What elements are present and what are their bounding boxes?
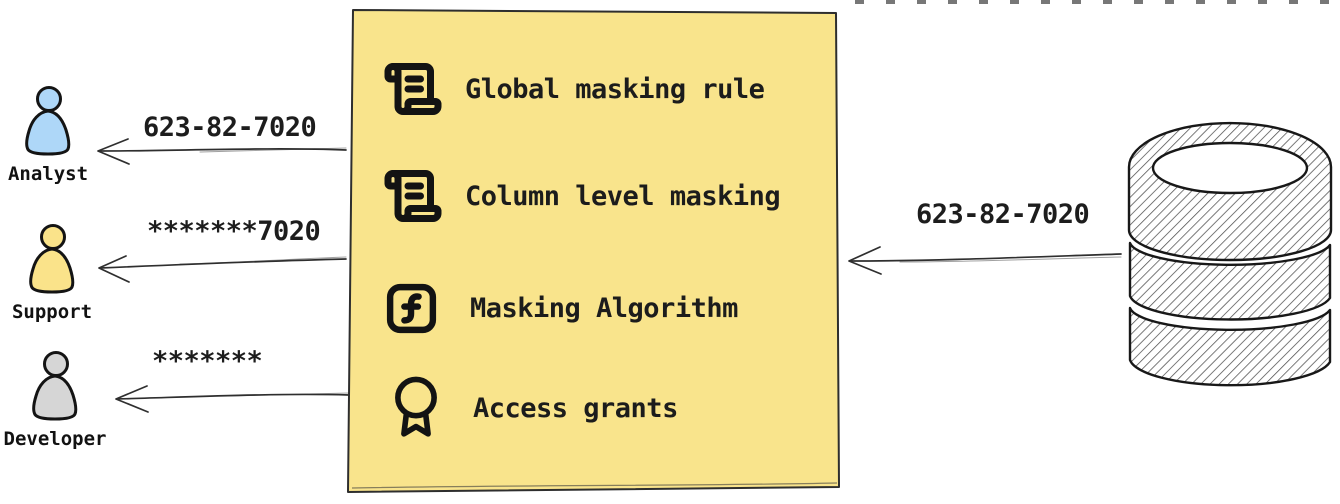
arrow-from-database bbox=[848, 246, 1122, 275]
analyst-user-icon bbox=[25, 86, 71, 156]
masking-box-shape bbox=[347, 9, 840, 493]
persona-label-developer: Developer bbox=[3, 428, 107, 450]
arrow-to-developer bbox=[115, 385, 350, 413]
masking-box-sketch-line bbox=[351, 482, 838, 489]
masking-box-row-column-masking: Column level masking bbox=[383, 163, 781, 229]
database-middle-band bbox=[1128, 241, 1332, 321]
masking-box-item-label: Masking Algorithm bbox=[470, 292, 738, 324]
database-icon bbox=[1127, 121, 1333, 387]
scroll-text-icon bbox=[383, 59, 443, 119]
scroll-text-icon bbox=[383, 166, 443, 226]
masking-box-item-label: Global masking rule bbox=[465, 73, 765, 105]
arrow-to-analyst bbox=[97, 138, 347, 165]
database-opening bbox=[1151, 141, 1309, 195]
arrow-label-database: 623-82-7020 bbox=[916, 199, 1090, 230]
support-user-icon bbox=[29, 224, 75, 294]
persona-analyst: Analyst bbox=[0, 86, 103, 185]
masking-box-row-algorithm: Masking Algorithm bbox=[383, 275, 738, 341]
persona-developer: Developer bbox=[0, 351, 110, 450]
arrow-label-developer: ******* bbox=[152, 346, 263, 377]
masking-box-item-label: Column level masking bbox=[465, 180, 781, 212]
persona-support: Support bbox=[0, 224, 107, 323]
masking-box-row-global-rule: Global masking rule bbox=[383, 56, 765, 122]
masking-box-item-label: Access grants bbox=[473, 392, 678, 424]
developer-user-icon bbox=[32, 351, 78, 421]
award-icon bbox=[391, 375, 441, 441]
masking-box-row-access-grants: Access grants bbox=[383, 375, 678, 441]
function-square-icon bbox=[383, 280, 440, 337]
arrows bbox=[97, 138, 1122, 413]
persona-label-analyst: Analyst bbox=[7, 163, 89, 185]
database-bottom-band bbox=[1128, 306, 1332, 387]
arrow-label-support: *******7020 bbox=[147, 216, 321, 247]
arrow-label-analyst: 623-82-7020 bbox=[143, 112, 317, 143]
arrow-to-support bbox=[98, 255, 347, 283]
masking-box bbox=[347, 9, 840, 493]
persona-label-support: Support bbox=[11, 301, 93, 323]
